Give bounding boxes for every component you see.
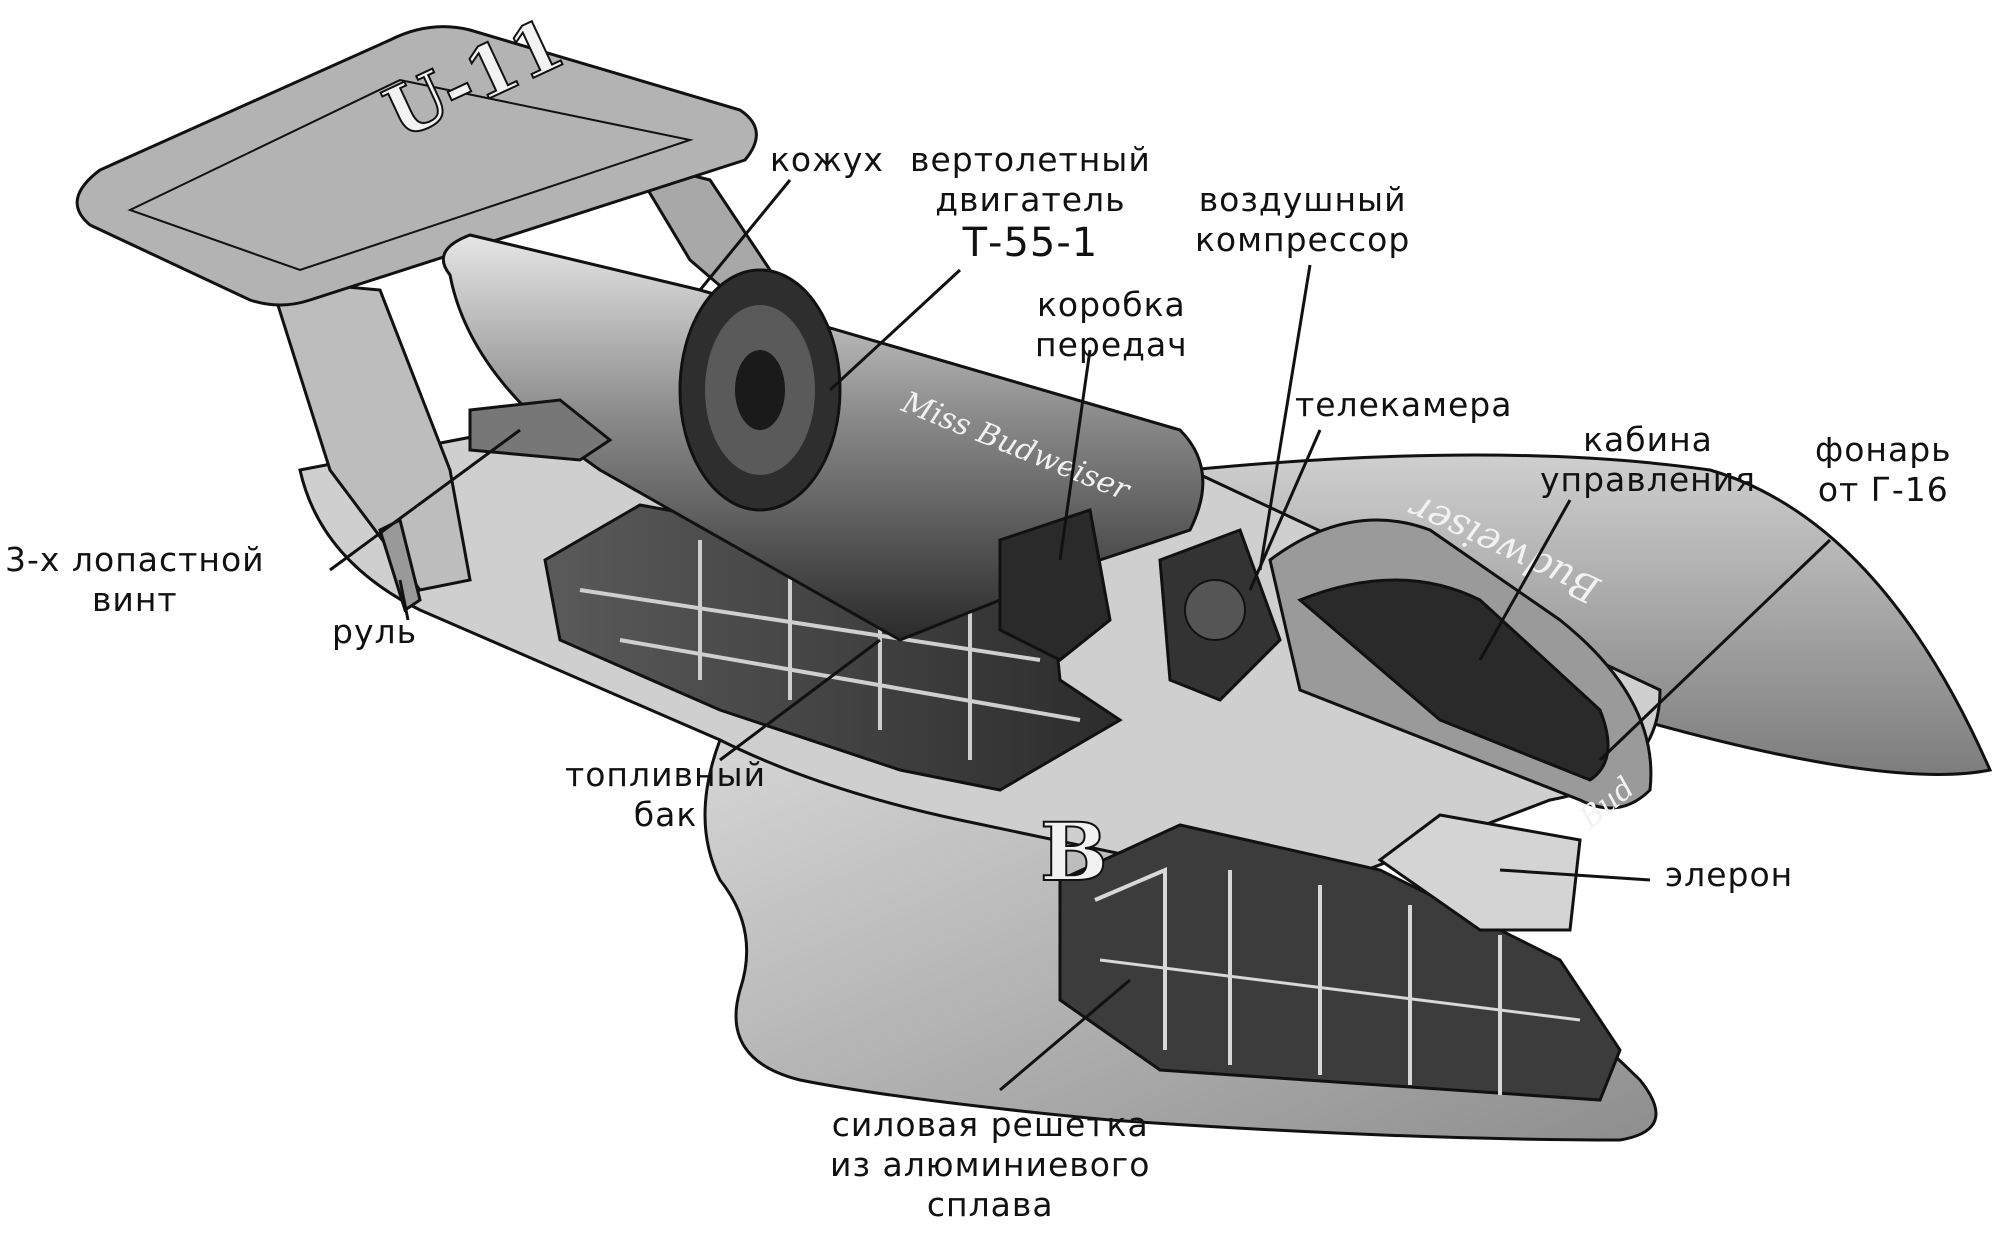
aileron <box>1377 813 1582 932</box>
side-letter-marking: B <box>1040 805 1108 899</box>
aluminium-frame-grid <box>1058 823 1622 1102</box>
tail-wing <box>75 25 758 307</box>
helicopter-engine <box>678 268 842 512</box>
label-tv-camera: телекамера <box>1295 385 1513 424</box>
label-aluminium-frame: силовая решетка из алюминиевого сплава <box>830 1105 1151 1224</box>
leader-lines <box>329 179 1832 1092</box>
label-helicopter-engine: вертолетный двигатель Т-55-1 <box>910 140 1151 266</box>
label-gearbox: коробка передач <box>1035 285 1188 364</box>
label-air-compressor: воздушный компрессор <box>1195 180 1411 259</box>
label-casing: кожух <box>770 140 884 179</box>
label-canopy: фонарь от Г-16 <box>1815 430 1952 509</box>
propeller <box>468 398 613 462</box>
label-fuel-tank: топливный бак <box>565 755 767 834</box>
label-propeller: 3-х лопастной винт <box>5 540 265 619</box>
label-rudder: руль <box>332 612 418 651</box>
label-aileron: элерон <box>1665 855 1794 894</box>
tail-fin-left <box>267 278 472 592</box>
canopy <box>1297 578 1610 782</box>
label-cockpit: кабина управления <box>1540 420 1756 499</box>
gearbox <box>998 508 1112 662</box>
